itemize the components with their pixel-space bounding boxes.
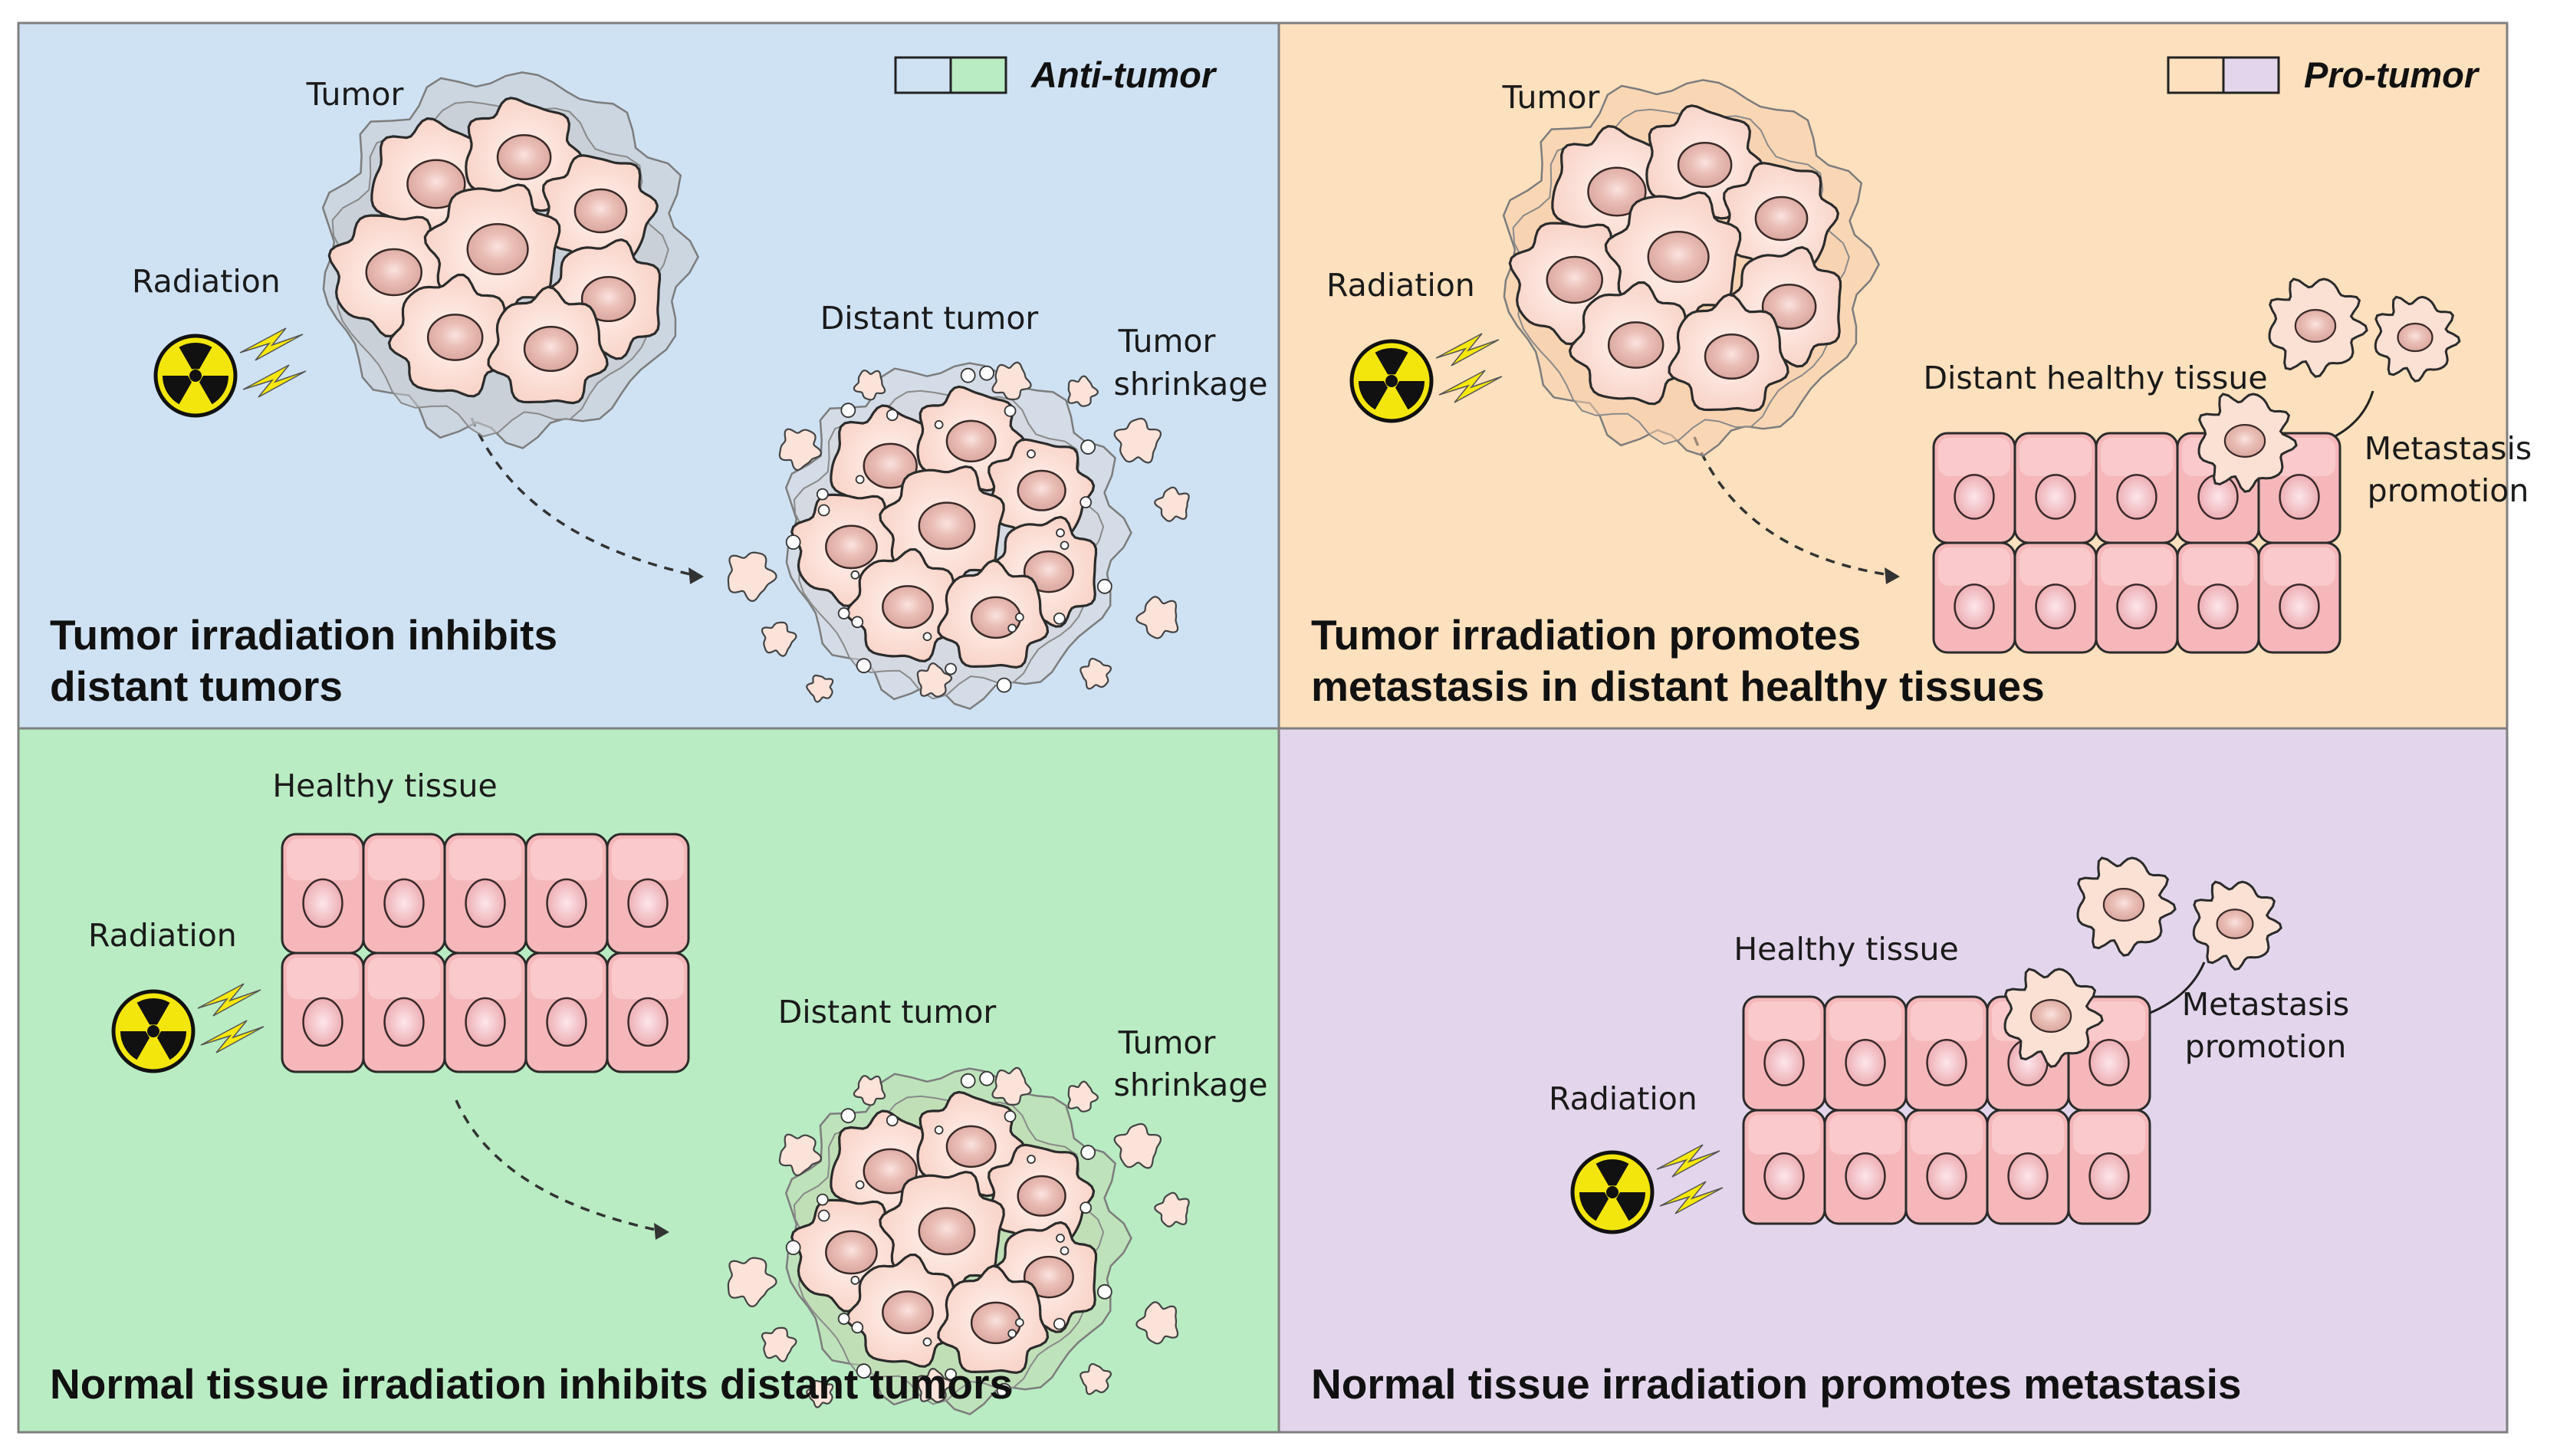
panel-d-metastasis-label-1: Metastasis <box>2181 986 2350 1023</box>
legend-swatch-purple <box>2222 56 2280 94</box>
panel-b-metastatic-cell-2 <box>2374 295 2461 383</box>
panel-d-healthy-tissue-label: Healthy tissue <box>1734 931 1959 968</box>
panel-b-arrow-head <box>1885 567 1900 584</box>
panel-d-healthy-tissue <box>1742 995 2151 1225</box>
panel-a-arrow-head <box>688 567 704 584</box>
panel-a-distant-tumor <box>727 361 1190 710</box>
panel-d-radiation-label: Radiation <box>1549 1080 1697 1117</box>
panel-c-shrinkage-label-2: shrinkage <box>1113 1067 1268 1103</box>
panel-a-primary-tumor <box>321 71 700 449</box>
panel-c-distant-tumor-label: Distant tumor <box>777 994 997 1030</box>
panel-d-radiation-symbol <box>1570 1144 1724 1234</box>
panel-c-dashed-arrow <box>455 1099 660 1232</box>
panel-c-shrinkage-label-1: Tumor <box>1118 1024 1216 1061</box>
legend-swatch-green <box>949 56 1007 94</box>
panel-d-metastatic-cell-1 <box>2076 856 2177 957</box>
panel-a-distant-tumor-label: Distant tumor <box>820 300 1039 337</box>
panel-a-radiation-symbol <box>153 327 307 418</box>
panel-d-metastatic-cell-3 <box>2003 968 2104 1068</box>
panel-c-healthy-tissue <box>281 833 690 1073</box>
panel-c-arrow-head <box>654 1223 669 1240</box>
panel-a-title-line-1: Tumor irradiation inhibits <box>50 611 558 659</box>
panel-b-radiation-label: Radiation <box>1326 267 1475 304</box>
panel-a-shrinkage-label-2: shrinkage <box>1113 366 1268 403</box>
legend-anti-tumor: Anti-tumor <box>1031 54 1216 95</box>
panel-a-dashed-arrow <box>470 417 695 577</box>
panel-b-tumor-label: Tumor <box>1502 79 1600 116</box>
panel-c-healthy-tissue-label: Healthy tissue <box>272 767 498 804</box>
panel-b-metastasis-label-1: Metastasis <box>2364 430 2532 467</box>
panel-b-metastasis-label-2: promotion <box>2367 472 2529 509</box>
panel-b-metastatic-cell-3 <box>2197 393 2298 493</box>
panel-d-metastasis-label-2: promotion <box>2184 1028 2347 1065</box>
panel-b-dashed-arrow <box>1693 436 1891 577</box>
panel-b-title-line-1: Tumor irradiation promotes <box>1311 611 1862 659</box>
panel-d-metastatic-cell-2 <box>2192 880 2282 971</box>
panel-d-title: Normal tissue irradiation promotes metas… <box>1311 1360 2242 1408</box>
panel-a-shrinkage-label-1: Tumor <box>1118 323 1216 360</box>
panel-c-title: Normal tissue irradiation inhibits dista… <box>50 1360 1014 1408</box>
panel-b-title-line-2: metastasis in distant healthy tissues <box>1311 662 2045 710</box>
panel-c-distant-tumor <box>727 1067 1190 1415</box>
panel-a-title-line-2: distant tumors <box>50 662 343 710</box>
panel-a-radiation-label: Radiation <box>132 263 281 300</box>
panel-b-radiation-symbol <box>1349 333 1503 423</box>
panel-b-metastatic-cell-1 <box>2268 278 2368 378</box>
legend-pro-tumor: Pro-tumor <box>2304 54 2479 95</box>
panel-b-distant-healthy-tissue <box>1932 432 2341 654</box>
dashed-arrows <box>455 417 1891 1232</box>
illustrations <box>111 71 2461 1415</box>
panel-a-tumor-label: Tumor <box>306 76 404 113</box>
legend-swatch-orange <box>2167 56 2225 94</box>
arrow-heads <box>654 567 1900 1240</box>
panel-c-radiation-label: Radiation <box>88 917 237 954</box>
panel-b-primary-tumor <box>1502 79 1881 457</box>
panel-c-radiation-symbol <box>111 983 265 1073</box>
panel-b-distant-healthy-tissue-label: Distant healthy tissue <box>1923 360 2268 396</box>
